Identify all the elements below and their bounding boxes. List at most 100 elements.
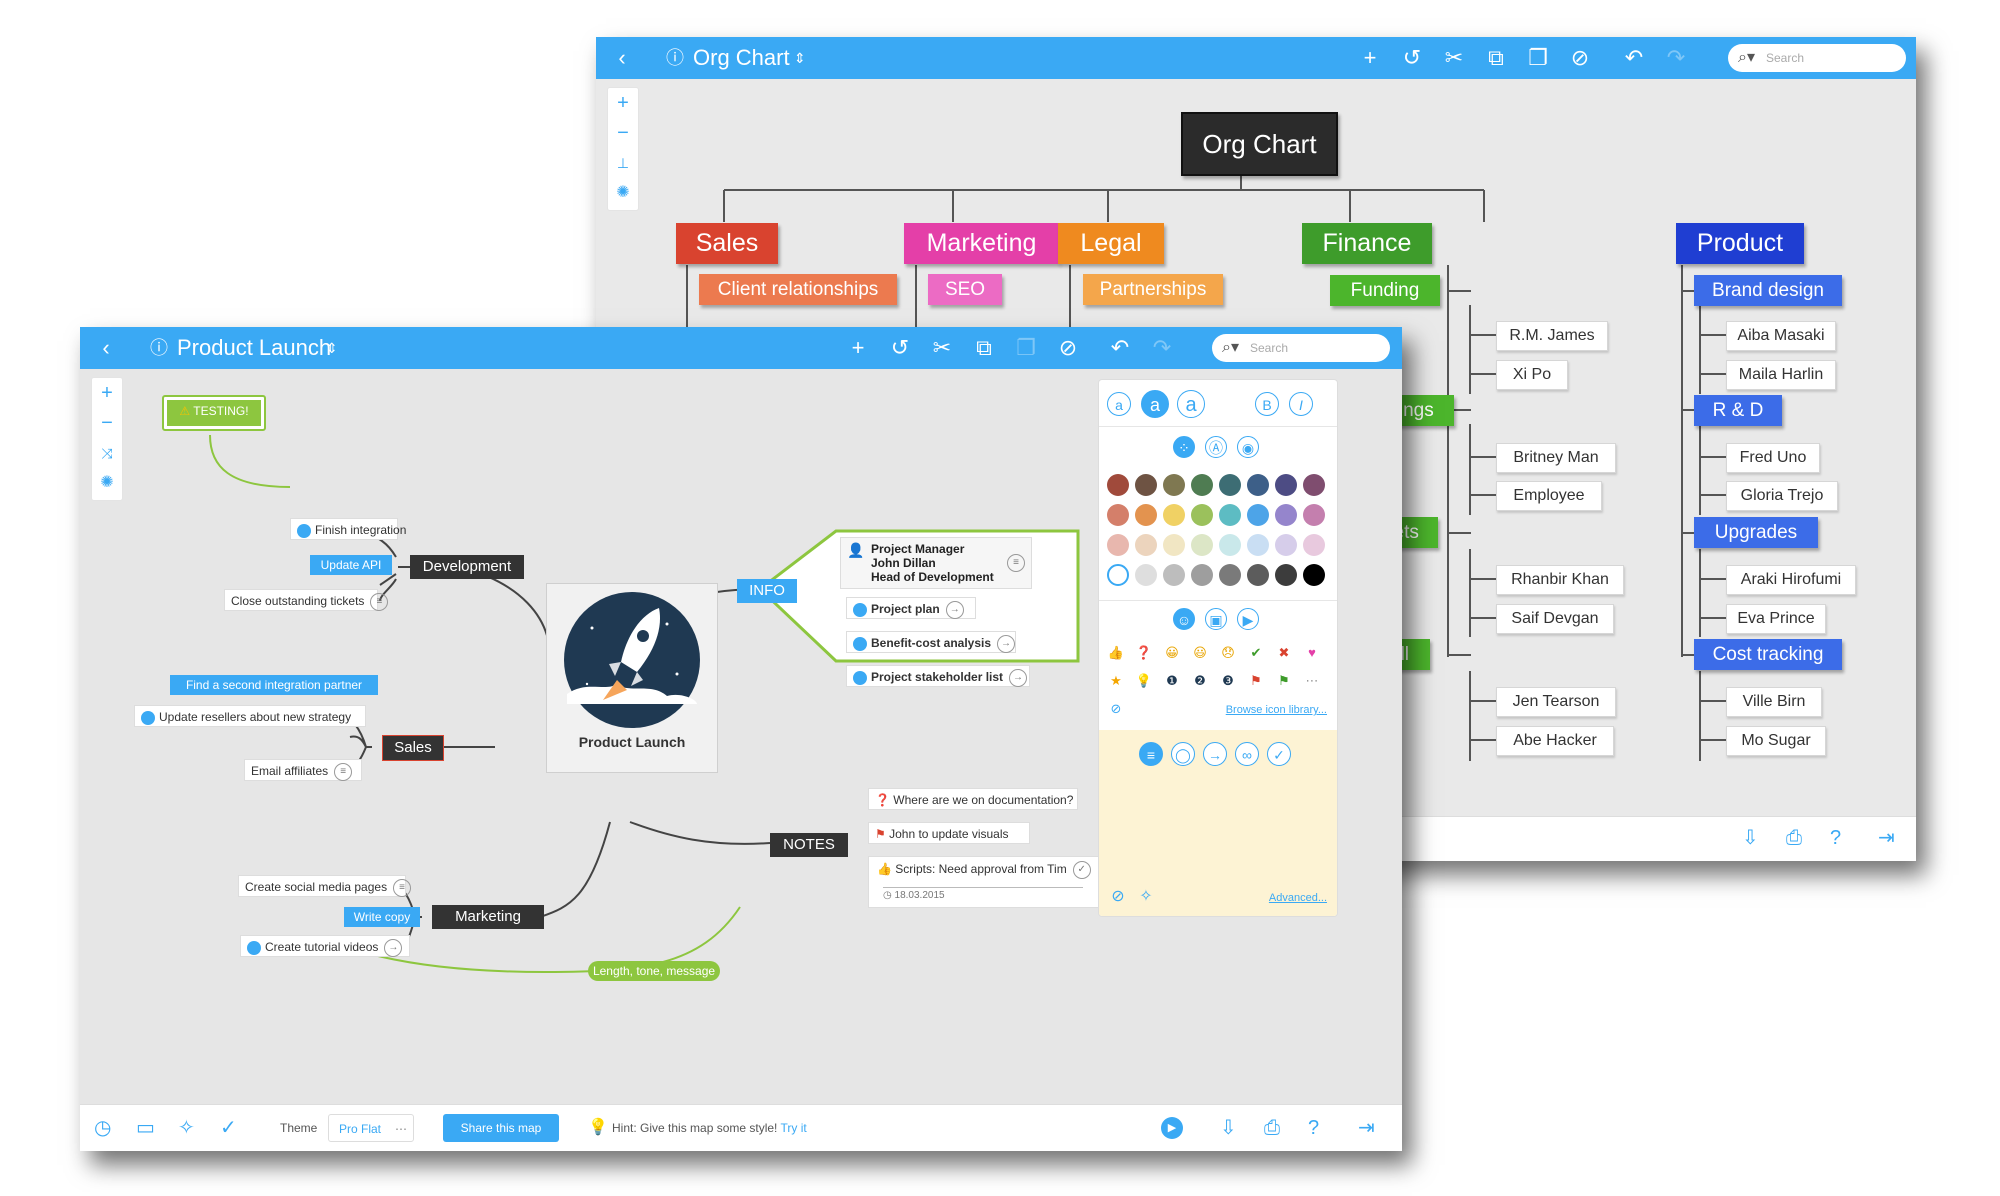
play-icon[interactable]: ▶ (1161, 1117, 1183, 1139)
copy-icon[interactable]: ⧉ (1488, 45, 1504, 70)
add-icon[interactable]: + (851, 335, 865, 360)
dept-legal[interactable]: Legal (1058, 223, 1164, 264)
update-api-node[interactable]: Update API (310, 555, 392, 575)
clear-icon[interactable]: ⊘ (1111, 888, 1125, 905)
cut-icon[interactable]: ✂ (932, 335, 952, 360)
add-icon[interactable]: + (1363, 45, 1377, 70)
person-rhanbir-khan[interactable]: Rhanbir Khan (1496, 565, 1624, 595)
central-node[interactable]: Product Launch (546, 583, 718, 773)
number-two-icon[interactable]: ❷ (1194, 673, 1206, 688)
info-icon[interactable]: ⓘ (666, 48, 684, 68)
color-swatch[interactable] (1219, 534, 1241, 556)
sales-node[interactable]: Sales (382, 735, 444, 761)
person-ville-birn[interactable]: Ville Birn (1726, 687, 1822, 717)
question-icon[interactable]: ❓ (1135, 645, 1153, 660)
undo-icon[interactable]: ↶ (1110, 335, 1130, 360)
sad-icon[interactable]: 😞 (1221, 645, 1235, 660)
number-one-icon[interactable]: ❶ (1166, 673, 1178, 688)
download-icon[interactable]: ⇩ (1742, 827, 1759, 849)
more-icon[interactable]: ⋯ (1305, 673, 1319, 688)
advanced-link[interactable]: Advanced... (1268, 892, 1327, 904)
magic-wand-icon[interactable]: ✧ (178, 1117, 195, 1139)
create-tutorial-node[interactable]: Create tutorial videos→ (240, 935, 410, 957)
list-icon[interactable]: ≡ (1139, 742, 1163, 766)
org-root-node[interactable]: Org Chart (1181, 112, 1338, 176)
layout-icon[interactable]: ⊥ (616, 155, 630, 171)
zoom-in-icon[interactable]: + (617, 92, 629, 114)
color-swatch[interactable] (1247, 564, 1269, 586)
check-circle-icon[interactable]: ✔ (1250, 645, 1262, 660)
color-swatch[interactable] (1247, 534, 1269, 556)
emoji-tab-icon[interactable]: ☺ (1173, 608, 1195, 630)
notes-node[interactable]: NOTES (770, 833, 848, 857)
find-partner-node[interactable]: Find a second integration partner (170, 675, 378, 695)
info-node[interactable]: INFO (737, 579, 797, 603)
no-icon-icon[interactable]: ⊘ (1110, 701, 1122, 716)
redo-icon[interactable]: ↷ (1666, 45, 1686, 70)
color-swatch[interactable] (1163, 474, 1185, 496)
search-input[interactable]: ⌕▾ Search (1212, 334, 1390, 362)
person-gloria-trejo[interactable]: Gloria Trejo (1726, 481, 1838, 511)
undo-icon[interactable]: ↶ (1624, 45, 1644, 70)
shape-tab-icon[interactable]: ◉ (1237, 436, 1259, 458)
shuffle-icon[interactable]: ⤨ (101, 445, 113, 461)
sub-partnerships[interactable]: Partnerships (1083, 274, 1223, 305)
dept-finance[interactable]: Finance (1302, 223, 1432, 264)
person-eva-prince[interactable]: Eva Prince (1726, 604, 1826, 634)
download-icon[interactable]: ⇩ (1220, 1117, 1237, 1139)
close-tickets-node[interactable]: Close outstanding tickets≡ (224, 589, 389, 611)
help-icon[interactable]: ? (1830, 827, 1842, 849)
stakeholder-node[interactable]: Project stakeholder list→ (846, 665, 1030, 687)
settings-icon[interactable]: ✺ (616, 184, 630, 201)
color-swatch[interactable] (1303, 504, 1325, 526)
font-medium-button[interactable]: a (1141, 390, 1169, 418)
product-cost-tracking[interactable]: Cost tracking (1694, 639, 1842, 670)
green-flag-icon[interactable]: ⚑ (1278, 673, 1290, 688)
zoom-in-icon[interactable]: + (101, 382, 113, 404)
print-icon[interactable]: ⎙ (1786, 827, 1802, 849)
comment-icon[interactable]: ◯ (1171, 742, 1195, 766)
exit-icon[interactable]: ⇥ (1878, 827, 1895, 849)
connect-icon[interactable]: ↺ (890, 335, 910, 360)
delete-icon[interactable]: ⊘ (1058, 335, 1078, 360)
search-input[interactable]: ⌕▾ Search (1728, 44, 1906, 72)
star-icon[interactable]: ★ (1110, 673, 1122, 688)
person-abe-hacker[interactable]: Abe Hacker (1496, 726, 1614, 756)
color-swatch[interactable] (1135, 504, 1157, 526)
style-tab-icon[interactable]: ⁘ (1173, 436, 1195, 458)
person-employee[interactable]: Employee (1496, 481, 1602, 511)
try-it-link[interactable]: Try it (780, 1121, 807, 1135)
paste-icon[interactable]: ❐ (1528, 45, 1548, 70)
person-maila-harlin[interactable]: Maila Harlin (1726, 360, 1836, 390)
update-resellers-node[interactable]: Update resellers about new strategy (134, 705, 366, 727)
title-chevron-icon[interactable]: ⇕ (794, 50, 806, 66)
cross-circle-icon[interactable]: ✖ (1278, 645, 1290, 660)
person-xi-po[interactable]: Xi Po (1496, 360, 1568, 390)
person-jen-tearson[interactable]: Jen Tearson (1496, 687, 1616, 717)
info-icon[interactable]: ⓘ (150, 338, 168, 358)
zoom-out-icon[interactable]: − (101, 412, 113, 434)
bold-button[interactable]: B (1255, 392, 1279, 416)
checkmark-icon[interactable]: ✓ (1267, 742, 1291, 766)
person-aiba-masaki[interactable]: Aiba Masaki (1726, 321, 1836, 351)
color-swatch[interactable] (1135, 564, 1157, 586)
color-swatch[interactable] (1247, 474, 1269, 496)
color-swatch[interactable] (1107, 504, 1129, 526)
color-swatch[interactable] (1219, 504, 1241, 526)
image-tab-icon[interactable]: ▣ (1205, 608, 1227, 630)
delete-icon[interactable]: ⊘ (1570, 45, 1590, 70)
dept-marketing[interactable]: Marketing (904, 223, 1059, 264)
person-saif-devgan[interactable]: Saif Devgan (1496, 604, 1614, 634)
color-swatch[interactable] (1303, 534, 1325, 556)
color-swatch[interactable] (1163, 504, 1185, 526)
redo-icon[interactable]: ↷ (1152, 335, 1172, 360)
color-swatch[interactable] (1163, 534, 1185, 556)
title-chevron-icon[interactable]: ⇕ (326, 340, 338, 356)
magic-wand-icon[interactable]: ✧ (1139, 888, 1153, 905)
color-swatch[interactable] (1219, 564, 1241, 586)
color-swatch[interactable] (1191, 564, 1213, 586)
exit-icon[interactable]: ⇥ (1358, 1117, 1375, 1139)
color-swatch[interactable] (1107, 564, 1129, 586)
browse-icons-link[interactable]: Browse icon library... (1225, 704, 1327, 716)
cut-icon[interactable]: ✂ (1444, 45, 1464, 70)
